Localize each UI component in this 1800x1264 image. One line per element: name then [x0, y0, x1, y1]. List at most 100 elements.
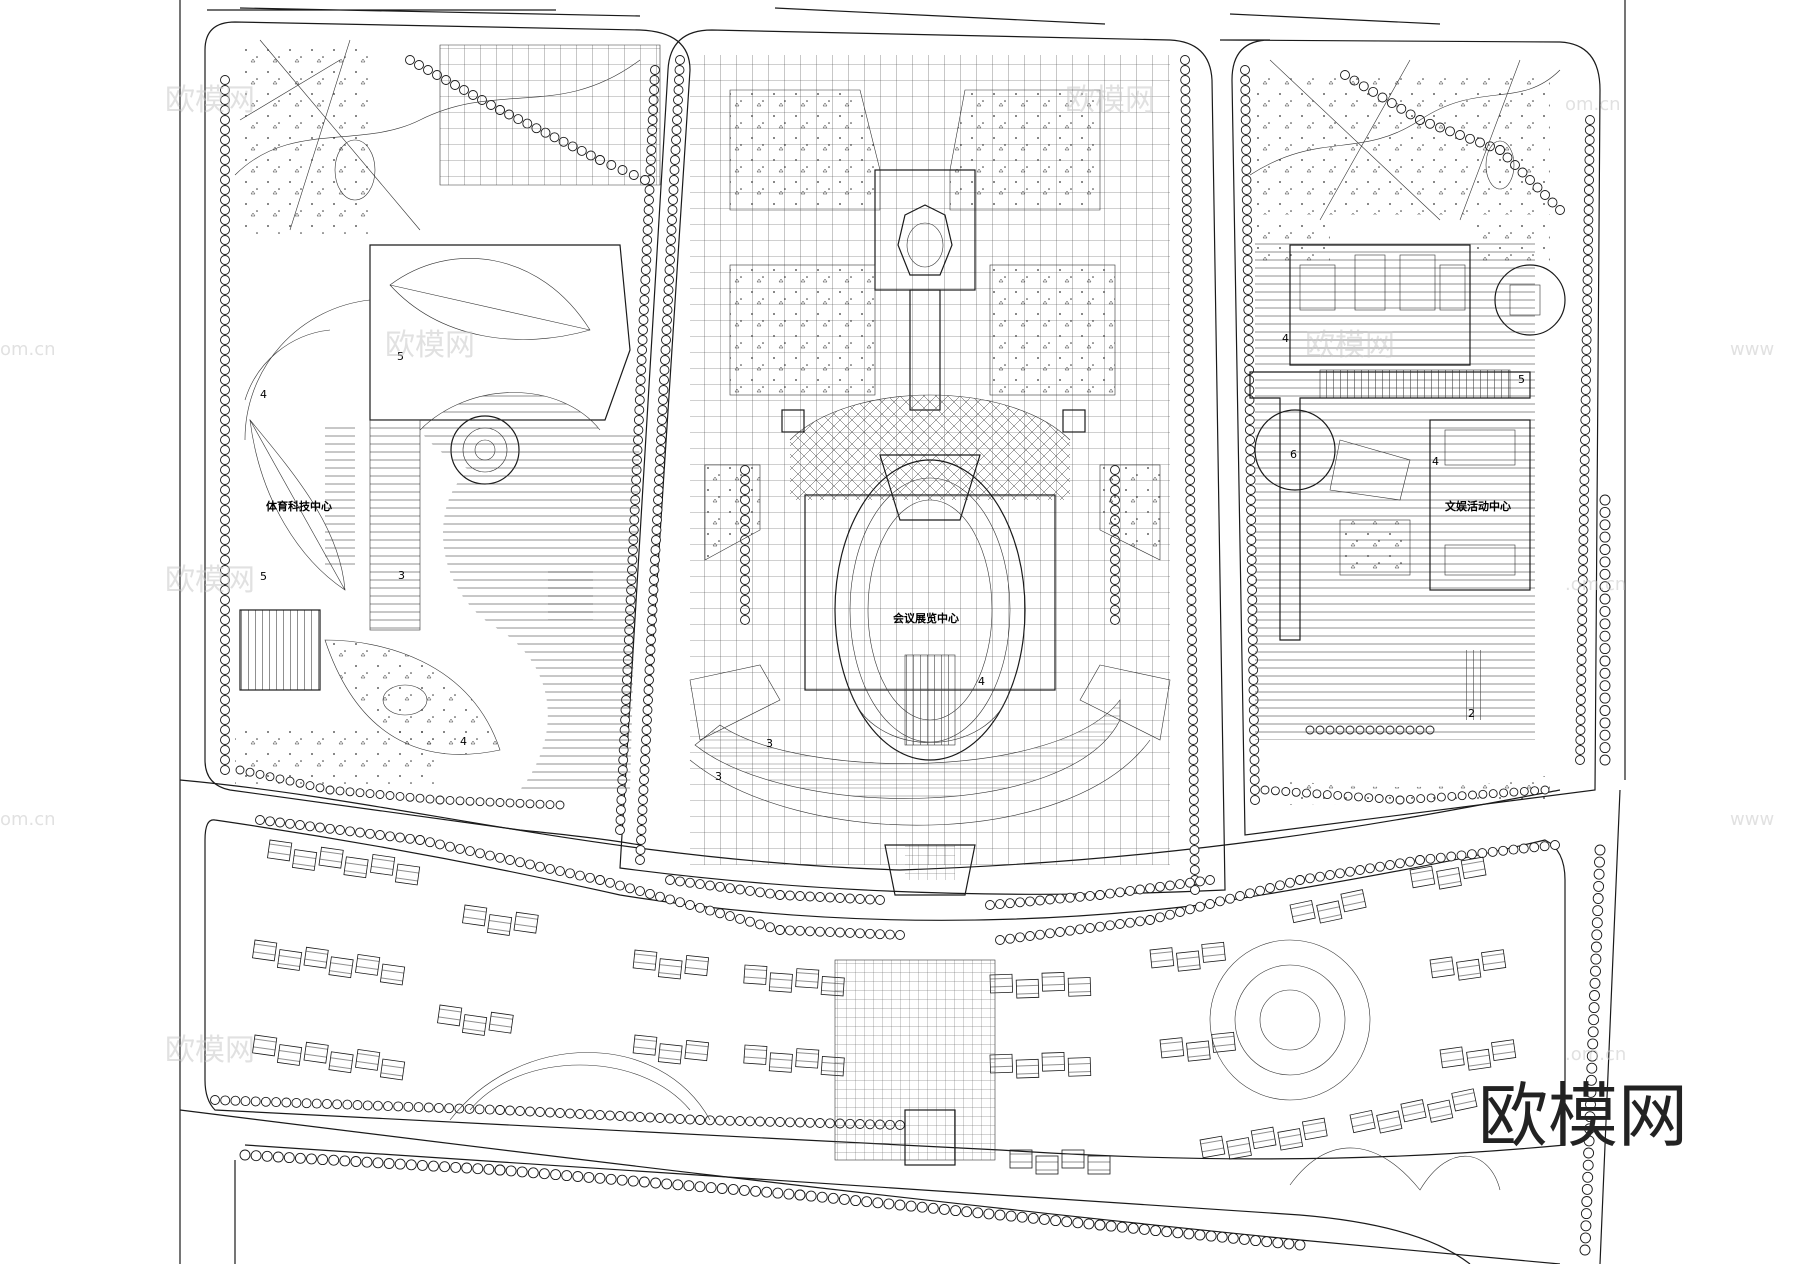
tree-symbol: [615, 880, 625, 891]
tree-symbol: [646, 625, 657, 635]
zone-number: 6: [1290, 448, 1297, 461]
house-unit: [1067, 977, 1092, 997]
tree-symbol: [655, 455, 665, 465]
house-unit: [1301, 1117, 1328, 1141]
tree-symbol: [1355, 865, 1365, 875]
tree-symbol: [342, 1099, 353, 1110]
housing-row: [1409, 856, 1487, 890]
tree-symbol: [875, 929, 885, 940]
tree-symbol: [1185, 904, 1195, 915]
tree-symbol: [666, 235, 676, 245]
tree-symbol: [1105, 920, 1115, 931]
tree-symbol: [250, 1150, 262, 1162]
tree-symbol: [1582, 1159, 1594, 1171]
house-unit: [276, 949, 303, 971]
tree-symbol: [745, 1116, 755, 1127]
tree-symbol: [666, 225, 677, 235]
tree-symbol: [1245, 465, 1256, 475]
tree-symbol: [345, 826, 355, 837]
tree-symbol: [1246, 505, 1256, 515]
tree-symbol: [639, 765, 650, 775]
house-unit: [1176, 950, 1201, 972]
tree-symbol: [1188, 765, 1199, 775]
tree-symbol: [635, 385, 646, 395]
tree-symbol: [1225, 893, 1235, 904]
tree-symbol: [1184, 395, 1195, 405]
tree-symbol: [670, 145, 681, 155]
tree-symbol: [322, 1098, 332, 1109]
tree-symbol: [474, 1104, 485, 1115]
zone-number: 4: [1282, 332, 1289, 345]
house-unit: [1460, 856, 1487, 880]
tree-symbol: [425, 794, 435, 804]
tree-symbol: [220, 325, 230, 335]
tree-symbol: [725, 1115, 735, 1126]
tree-symbol: [638, 795, 648, 805]
tree-symbol: [1125, 917, 1135, 928]
tree-symbol: [1335, 868, 1345, 879]
house-unit: [1199, 1135, 1226, 1159]
house-unit: [437, 1004, 463, 1027]
tree-symbol: [220, 535, 230, 545]
tree-symbol: [1587, 1026, 1599, 1038]
tree-symbol: [1187, 645, 1198, 655]
house-unit: [1041, 972, 1065, 992]
watermark-text: om.cn: [1565, 94, 1621, 115]
tree-symbol: [1145, 915, 1155, 925]
tree-symbol: [1585, 1074, 1597, 1086]
tree-symbol: [1246, 565, 1257, 575]
house-unit: [328, 956, 354, 979]
tree-symbol: [1584, 175, 1595, 185]
tree-symbol: [1580, 385, 1591, 395]
tree-symbol: [645, 888, 655, 899]
tree-symbol: [1085, 890, 1095, 901]
house-unit: [768, 972, 793, 993]
tree-symbol: [220, 675, 230, 685]
tree-symbol: [1161, 1226, 1173, 1238]
tree-symbol: [1150, 1225, 1162, 1237]
tree-symbol: [927, 1202, 939, 1214]
tree-symbol: [1061, 1216, 1073, 1228]
tree-symbol: [634, 405, 645, 415]
tree-symbol: [1243, 345, 1254, 355]
tree-symbol: [661, 1178, 673, 1190]
house-unit: [1041, 1052, 1065, 1072]
tree-symbol: [825, 892, 835, 903]
tree-symbol: [627, 1175, 639, 1187]
house-unit: [355, 954, 381, 976]
tree-symbol: [1182, 255, 1193, 265]
tree-symbol: [642, 225, 653, 235]
tree-symbol: [1555, 205, 1565, 215]
tree-symbol: [1181, 175, 1192, 185]
housing-row: [252, 1034, 406, 1081]
tree-symbol: [1135, 916, 1145, 927]
tree-symbol: [1587, 1038, 1599, 1050]
tree-symbol: [667, 205, 678, 215]
tree-symbol: [383, 1158, 395, 1169]
tree-symbol: [1025, 896, 1035, 907]
tree-symbol: [1590, 965, 1601, 977]
tree-symbol: [585, 872, 595, 883]
tree-symbol: [283, 1152, 295, 1164]
tree-symbol: [220, 135, 230, 145]
tree-symbol: [1575, 705, 1586, 715]
tree-symbol: [220, 395, 230, 405]
tree-symbol: [220, 335, 230, 345]
tree-symbol: [636, 835, 646, 845]
house-unit: [328, 1051, 354, 1074]
tree-symbol: [1127, 1222, 1139, 1234]
tree-symbol: [648, 585, 659, 595]
tree-symbol: [1240, 95, 1251, 105]
tree-symbol: [1270, 786, 1280, 796]
tree-symbol: [220, 105, 230, 115]
tree-symbol: [1184, 425, 1195, 435]
tree-symbol: [1165, 880, 1175, 891]
tree-symbol: [1072, 1217, 1084, 1229]
tree-symbol: [1579, 455, 1590, 465]
tree-symbol: [485, 797, 495, 807]
tree-symbol: [1581, 345, 1592, 355]
tree-symbol: [615, 805, 626, 815]
tree-symbol: [950, 1205, 962, 1217]
tree-symbol: [1599, 618, 1611, 630]
house-unit: [768, 1052, 793, 1073]
